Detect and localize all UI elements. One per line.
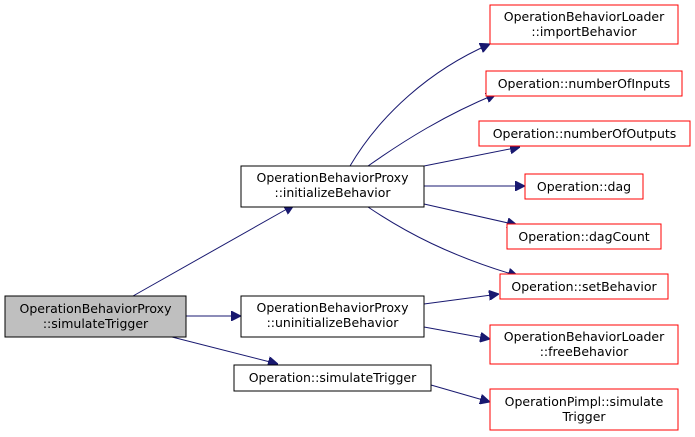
node-label-line1: OperationBehaviorProxy xyxy=(20,301,173,316)
node-operation-setbehavior[interactable]: Operation::setBehavior xyxy=(499,273,669,300)
node-label-line1: OperationPimpl::simulate xyxy=(505,394,664,409)
node-label-line2: ::initializeBehavior xyxy=(274,185,391,200)
node-operation-numberofoutputs[interactable]: Operation::numberOfOutputs xyxy=(478,120,691,147)
edge-uninitializeBehavior-to-freeBehavior xyxy=(423,326,490,339)
node-label-line1: OperationBehaviorProxy xyxy=(257,300,410,315)
node-label-line1: Operation::simulateTrigger xyxy=(249,370,417,385)
node-operationpimpl-simulatetrigger[interactable]: OperationPimpl::simulate Trigger xyxy=(489,388,679,431)
edge-uninitializeBehavior-to-setBehavior xyxy=(423,294,499,305)
node-operationbehaviorproxy-simulatetrigger[interactable]: OperationBehaviorProxy ::simulateTrigger xyxy=(4,295,187,338)
node-label-line1: Operation::numberOfOutputs xyxy=(493,126,677,141)
node-label-line2: ::uninitializeBehavior xyxy=(267,315,400,330)
node-label-line2: Trigger xyxy=(561,409,606,424)
node-label-line1: OperationBehaviorLoader xyxy=(504,9,665,24)
node-label-line1: Operation::numberOfInputs xyxy=(498,76,671,91)
edge-initializeBehavior-to-importBehavior xyxy=(349,44,490,167)
node-operation-dagcount[interactable]: Operation::dagCount xyxy=(506,223,662,250)
edge-initializeBehavior-to-setBehavior xyxy=(367,206,518,276)
node-operationbehaviorloader-freebehavior[interactable]: OperationBehaviorLoader ::freeBehavior xyxy=(489,324,679,365)
edge-initializeBehavior-to-dagCount xyxy=(423,203,517,225)
node-operation-dag[interactable]: Operation::dag xyxy=(524,173,644,200)
node-label-line1: Operation::setBehavior xyxy=(511,279,657,294)
edges xyxy=(132,44,525,402)
edge-initializeBehavior-to-numberOfOutputs xyxy=(423,147,520,167)
node-label-line2: ::simulateTrigger xyxy=(43,316,149,331)
node-operationbehaviorproxy-uninitializebehavior[interactable]: OperationBehaviorProxy ::uninitializeBeh… xyxy=(240,295,425,338)
node-operationbehaviorproxy-initializebehavior[interactable]: OperationBehaviorProxy ::initializeBehav… xyxy=(240,165,425,208)
edge-operation-simulateTrigger-to-pimpl xyxy=(430,384,490,402)
edge-simulateTrigger-to-initializeBehavior xyxy=(132,205,294,297)
node-label-line2: ::freeBehavior xyxy=(540,344,629,359)
node-label-line1: OperationBehaviorProxy xyxy=(257,170,410,185)
node-label-line2: ::importBehavior xyxy=(531,24,637,39)
node-label-line1: Operation::dagCount xyxy=(518,229,649,244)
node-label-line1: Operation::dag xyxy=(537,179,631,194)
node-operationbehaviorloader-importbehavior[interactable]: OperationBehaviorLoader ::importBehavior xyxy=(489,4,679,45)
edge-initializeBehavior-to-numberOfInputs xyxy=(367,94,496,167)
node-operation-numberofinputs[interactable]: Operation::numberOfInputs xyxy=(485,70,683,97)
node-label-line1: OperationBehaviorLoader xyxy=(504,329,665,344)
edge-simulateTrigger-to-operation-simulateTrigger xyxy=(171,336,278,364)
node-operation-simulatetrigger[interactable]: Operation::simulateTrigger xyxy=(233,364,432,392)
